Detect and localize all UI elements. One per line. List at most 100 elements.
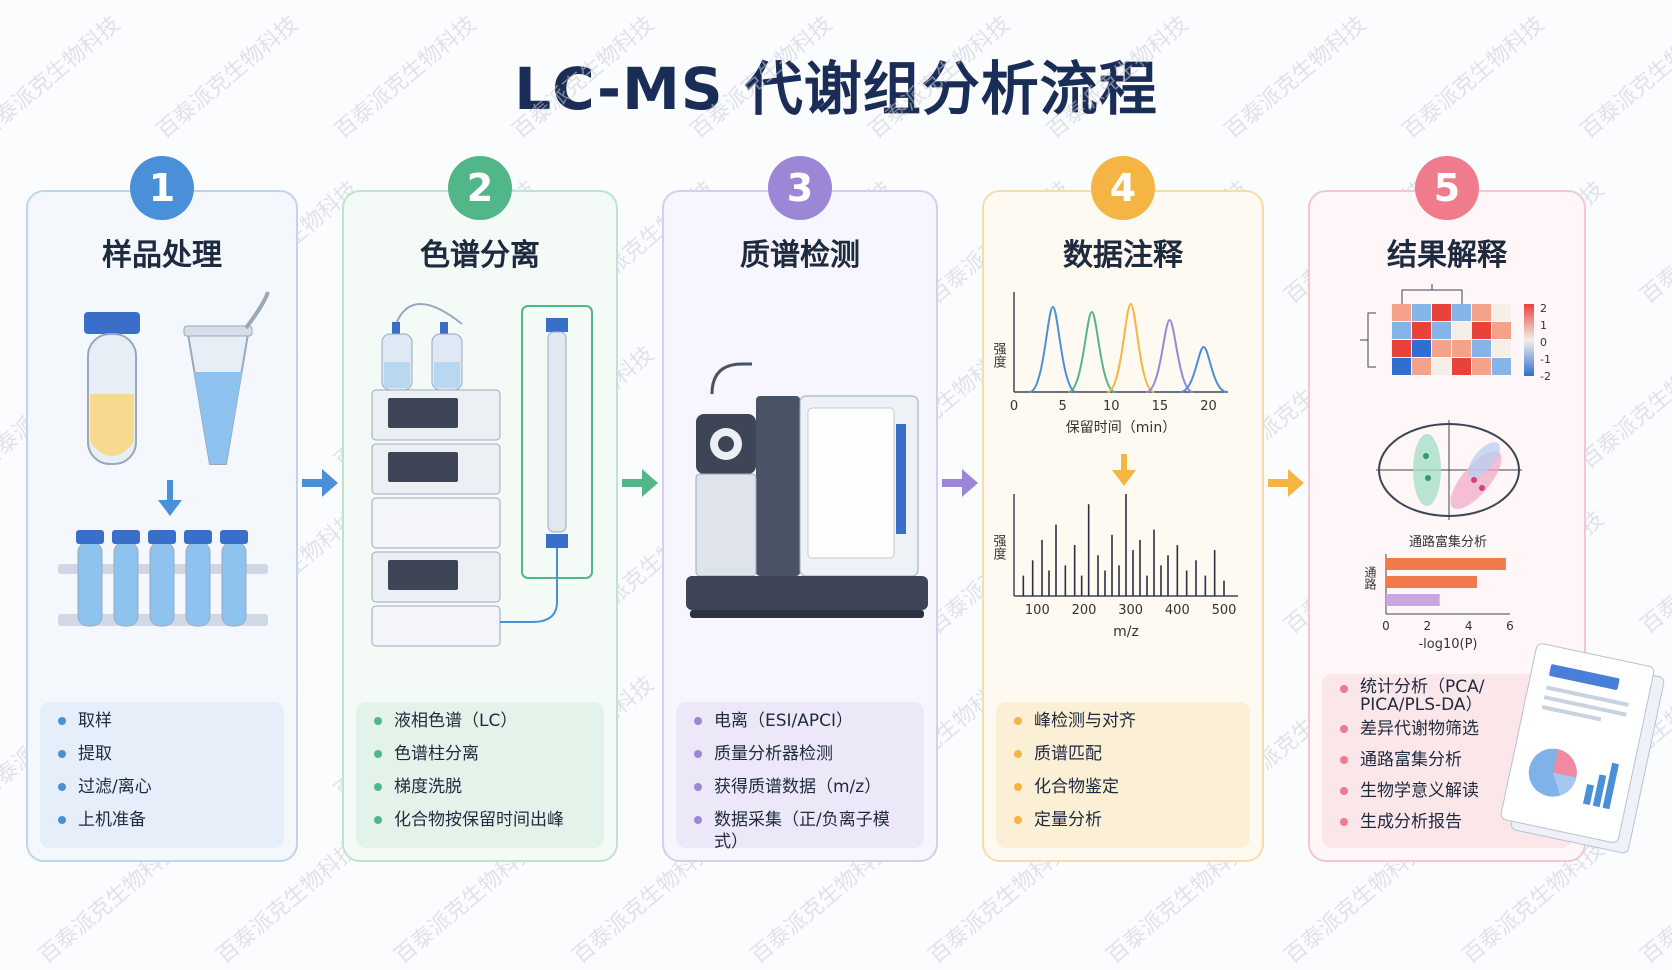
heatmap-cell xyxy=(1392,358,1411,375)
chromatogram-peak xyxy=(1179,345,1228,393)
step-items: 液相色谱（LC） 色谱柱分离 梯度洗脱 化合物按保留时间出峰 xyxy=(356,702,604,848)
step-items: 峰检测与对齐 质谱匹配 化合物鉴定 定量分析 xyxy=(996,702,1250,848)
heatmap-cell xyxy=(1452,358,1471,375)
step-mass-spec: 3 质谱检测 电离（ESI/APCI） 质量分析器检测 获得质谱数据（m/z） … xyxy=(662,156,938,862)
heatmap-cell xyxy=(1472,358,1491,375)
list-item: 峰检测与对齐 xyxy=(1014,710,1232,743)
heatmap-cell xyxy=(1432,304,1451,321)
heatmap-cell xyxy=(1492,358,1511,375)
step-sample-prep: 1 样品处理 取样 提取 过滤/离心 上机准备 xyxy=(26,156,298,862)
heatmap-cell xyxy=(1472,304,1491,321)
heatmap-color-legend xyxy=(1524,304,1534,376)
x-tick-label: 100 xyxy=(1025,603,1050,618)
report-document-icon xyxy=(1500,643,1665,854)
step-title: 色谱分离 xyxy=(420,238,540,273)
legend-tick-label: -1 xyxy=(1540,353,1551,366)
x-tick-label: 6 xyxy=(1506,619,1514,633)
heatmap-cell xyxy=(1412,322,1431,339)
x-tick-label: 4 xyxy=(1465,619,1473,633)
x-axis-label: -log10(P) xyxy=(1418,637,1477,652)
x-tick-label: 0 xyxy=(1010,399,1018,414)
y-axis-label: 强度 xyxy=(991,342,1007,368)
legend-tick-label: 2 xyxy=(1540,302,1547,315)
list-item: 过滤/离心 xyxy=(58,776,266,809)
list-item: 电离（ESI/APCI） xyxy=(694,710,906,743)
x-tick-label: 15 xyxy=(1152,399,1169,414)
x-tick-label: 500 xyxy=(1212,603,1237,618)
x-tick-label: 400 xyxy=(1165,603,1190,618)
list-item: 梯度洗脱 xyxy=(374,776,586,809)
x-tick-label: 10 xyxy=(1103,399,1120,414)
list-item: 上机准备 xyxy=(58,809,266,842)
list-item: 化合物鉴定 xyxy=(1014,776,1232,809)
list-item: 质谱匹配 xyxy=(1014,743,1232,776)
chromatogram-peak xyxy=(1067,310,1116,393)
heatmap-cell xyxy=(1492,340,1511,357)
step-number-badge: 2 xyxy=(448,156,512,220)
y-axis-label: 强度 xyxy=(991,534,1007,560)
sample-tubes-illustration xyxy=(58,291,270,627)
mass-spectrometer-illustration xyxy=(686,362,928,618)
x-tick-label: 20 xyxy=(1200,399,1217,414)
list-item: 取样 xyxy=(58,710,266,743)
step-title: 质谱检测 xyxy=(740,238,860,273)
chromatogram-peak xyxy=(1106,302,1155,393)
heatmap-cell xyxy=(1392,322,1411,339)
heatmap-cell xyxy=(1392,340,1411,357)
arrow-right-icon xyxy=(302,469,338,497)
list-item: 差异代谢物筛选 xyxy=(1340,718,1554,749)
list-item: 统计分析（PCA/ PICA/PLS-DA） xyxy=(1340,678,1554,718)
pca-plot xyxy=(1376,420,1522,520)
watermark-text: 百泰派克生物科技 xyxy=(1636,176,1672,310)
x-axis-label: 保留时间（min） xyxy=(1066,420,1176,436)
list-item: 提取 xyxy=(58,743,266,776)
heatmap-cell xyxy=(1452,340,1471,357)
heatmap-cell xyxy=(1412,304,1431,321)
heatmap-cell xyxy=(1432,340,1451,357)
x-tick-label: 2 xyxy=(1424,619,1432,633)
watermark-text: 百泰派克生物科技 xyxy=(1636,506,1672,640)
list-item: 色谱柱分离 xyxy=(374,743,586,776)
page-title: LC-MS 代谢组分析流程 xyxy=(514,55,1158,123)
step-number-badge: 3 xyxy=(768,156,832,220)
heatmap-cell xyxy=(1452,322,1471,339)
list-item: 定量分析 xyxy=(1014,809,1232,842)
x-tick-label: 300 xyxy=(1118,603,1143,618)
enrichment-bar xyxy=(1386,576,1477,588)
list-item: 生物学意义解读 xyxy=(1340,780,1554,811)
chart-title: 通路富集分析 xyxy=(1409,534,1487,550)
step-number-badge: 1 xyxy=(130,156,194,220)
list-item: 质量分析器检测 xyxy=(694,743,906,776)
arrow-right-icon xyxy=(622,469,658,497)
heatmap-cell xyxy=(1432,322,1451,339)
heatmap-cell xyxy=(1492,304,1511,321)
legend-tick-label: 1 xyxy=(1540,319,1547,332)
arrow-right-icon xyxy=(942,469,978,497)
heatmap-cell xyxy=(1452,304,1471,321)
heatmap-cell xyxy=(1392,304,1411,321)
chromatogram-peak xyxy=(1145,318,1194,393)
x-tick-label: 5 xyxy=(1058,399,1066,414)
legend-tick-label: 0 xyxy=(1540,336,1547,349)
chromatogram-peak xyxy=(1029,305,1077,393)
heatmap-cell xyxy=(1432,358,1451,375)
heatmap-cell xyxy=(1412,340,1431,357)
x-axis-label: m/z xyxy=(1113,624,1139,640)
step-number-badge: 5 xyxy=(1415,156,1479,220)
list-item: 数据采集（正/负离子模式） xyxy=(694,809,906,852)
result-charts: 2 1 0 -1 -2 通路富集分析 0 2 4 6 -log10(P) 通路 xyxy=(1360,284,1551,652)
legend-tick-label: -2 xyxy=(1540,370,1551,383)
enrichment-bar xyxy=(1386,558,1506,570)
watermark-text: 百泰派克生物科技 xyxy=(1576,341,1672,475)
list-item: 生成分析报告 xyxy=(1340,811,1554,842)
enrichment-bar xyxy=(1386,594,1440,606)
arrow-right-icon xyxy=(1268,469,1304,497)
list-item: 液相色谱（LC） xyxy=(374,710,586,743)
step-chromatography: 2 色谱分离 液相色谱（LC） 色谱柱分离 梯度洗脱 化合物按保留时间出峰 xyxy=(342,156,618,862)
x-tick-label: 0 xyxy=(1382,619,1390,633)
y-axis-label: 通路 xyxy=(1363,566,1377,591)
step-number-badge: 4 xyxy=(1091,156,1155,220)
step-items: 取样 提取 过滤/离心 上机准备 xyxy=(40,702,284,848)
heatmap-cell xyxy=(1472,322,1491,339)
